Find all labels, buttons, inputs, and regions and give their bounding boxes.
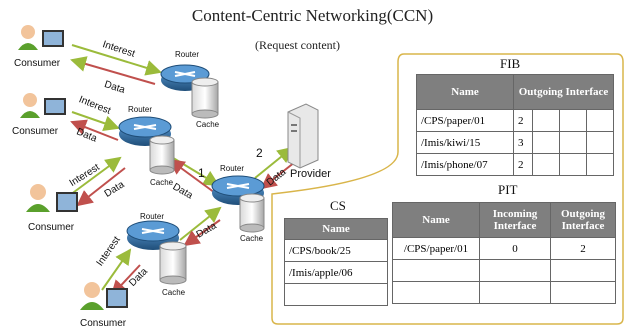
table-row [392, 281, 616, 304]
table-row: /Imis/apple/06 [284, 261, 388, 284]
pit-row-out [550, 281, 616, 304]
fib-row-name: /Imis/phone/07 [416, 153, 514, 176]
pit-row-name [392, 259, 480, 282]
provider-server-icon [287, 103, 319, 169]
fib-row-name: /Imis/kiwi/15 [416, 131, 514, 154]
consumer-1-label: Consumer [14, 58, 61, 69]
fib-header-outgoing: Outgoing Interface [513, 74, 614, 110]
cache-bottom [159, 241, 187, 285]
table-row: /CPS/paper/01 0 2 [392, 237, 616, 260]
cs-row-name [284, 283, 388, 306]
cs-header-name: Name [284, 218, 388, 240]
fib-row-iface: 3 [513, 131, 533, 154]
table-row [284, 283, 388, 306]
table-row: /Imis/kiwi/15 3 [416, 131, 615, 154]
step-2-label: 2 [256, 146, 263, 160]
pit-row-name [392, 281, 480, 304]
pit-header-name: Name [392, 202, 480, 238]
fib-row-name: /CPS/paper/01 [416, 109, 514, 132]
pit-row-out [550, 259, 616, 282]
fib-row-iface: 2 [513, 109, 533, 132]
cache-top-label: Cache [196, 120, 220, 129]
fib-header-name: Name [416, 74, 514, 110]
fib-title: FIB [500, 56, 521, 71]
provider-label: Provider [290, 168, 331, 180]
consumer-2-label: Consumer [12, 126, 59, 137]
cache-bottom-label: Cache [162, 288, 186, 297]
pit-row-name: /CPS/paper/01 [392, 237, 480, 260]
fib-table: Name Outgoing Interface /CPS/paper/01 2 … [416, 74, 615, 176]
table-row: /CPS/book/25 [284, 239, 388, 262]
table-row: /CPS/paper/01 2 [416, 109, 615, 132]
cs-title: CS [330, 198, 346, 213]
consumer-3-icon [26, 184, 78, 212]
router-middle-left-label: Router [128, 105, 153, 114]
cache-middle-left-label: Cache [150, 178, 174, 187]
diagram-title: Content-Centric Networking(CCN) [191, 6, 434, 25]
pit-header-incoming: Incoming Interface [479, 202, 551, 238]
router-center-label: Router [220, 164, 245, 173]
router-top-label: Router [175, 50, 200, 59]
pit-table: Name Incoming Interface Outgoing Interfa… [392, 202, 616, 304]
pit-row-in [479, 281, 551, 304]
cs-row-name: /Imis/apple/06 [284, 261, 388, 284]
cache-top [191, 77, 219, 119]
pit-title: PIT [498, 182, 518, 197]
cs-table: Name /CPS/book/25 /Imis/apple/06 [284, 218, 388, 306]
table-row: /Imis/phone/07 2 [416, 153, 615, 176]
consumer-3-label: Consumer [28, 222, 75, 233]
pit-header-outgoing: Outgoing Interface [550, 202, 616, 238]
pit-row-out: 2 [550, 237, 616, 260]
cache-middle-left [149, 135, 175, 175]
cs-row-name: /CPS/book/25 [284, 239, 388, 262]
pit-row-in: 0 [479, 237, 551, 260]
consumer-4-label: Consumer [80, 318, 127, 329]
pit-row-in [479, 259, 551, 282]
fib-row-iface: 2 [513, 153, 533, 176]
table-row [392, 259, 616, 282]
diagram-subtitle: (Request content) [255, 38, 340, 52]
cache-center [239, 193, 265, 233]
router-bottom-label: Router [140, 212, 165, 221]
consumer-2-icon [20, 93, 66, 118]
cache-center-label: Cache [240, 234, 264, 243]
step-1-label: 1 [198, 166, 205, 180]
consumer-4-icon [80, 282, 128, 310]
consumer-1-icon [18, 25, 64, 50]
